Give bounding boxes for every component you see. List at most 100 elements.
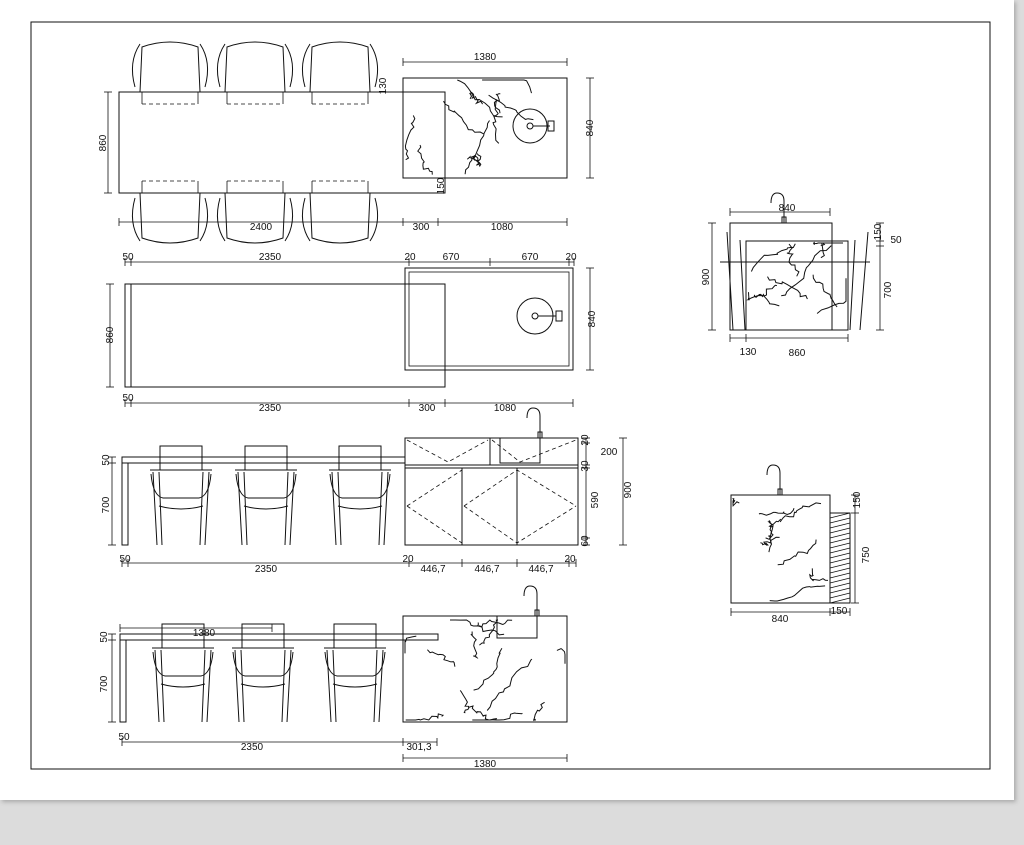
dimension-label: 50 [122,252,134,263]
faucet-base [537,431,543,439]
sink-drain [531,312,539,320]
faucet-base [777,488,783,496]
dimension-label: 150 [436,177,447,194]
sink-basin [499,437,541,464]
chair-armrest [235,473,297,499]
chair-armrest [301,43,311,88]
hatch [829,582,851,589]
chair-armrest [232,651,294,677]
hatch [829,522,851,529]
drawer-open-indicator [406,439,577,463]
sink-drain [526,122,534,130]
chair-back [333,623,377,649]
marble-vein [812,241,826,246]
faucet-handle [555,310,563,322]
chair-armrest [369,197,379,242]
dimension-label: 900 [623,481,634,498]
marble-vein [404,115,416,161]
cabinet-plan [404,267,574,371]
chair-legs [154,649,212,723]
chair-legs [331,471,389,546]
chair-armrest [199,43,209,88]
dimension-label: 300 [419,403,436,414]
marble-vein [476,153,482,168]
dimension-label: 50 [118,732,130,743]
door-open-indicator [406,469,577,544]
chair-armrest [329,473,391,499]
dimension-label: 150 [852,491,863,508]
table-top-plan [124,283,446,388]
dimension-label: 2350 [255,564,278,575]
dimension-label: 130 [378,77,389,94]
marble-vein [779,502,822,523]
dimension-label: 20 [564,554,576,565]
dimension-label: 900 [701,268,712,285]
marble-island-front [402,615,568,723]
dimension-label: 1080 [494,403,517,414]
marble-vein [760,536,780,546]
dimension-label: 840 [587,310,598,327]
dimension-label: 60 [580,535,591,547]
dimension-label: 150 [873,223,884,240]
marble-vein [404,635,417,654]
marble-vein [459,690,470,714]
dimension-label: 840 [779,203,796,214]
drawing-geometry [104,41,884,762]
chair-armrest [284,197,294,242]
dimension-label: 446,7 [528,564,553,575]
marble-vein [786,243,800,277]
dimension-label: 446,7 [474,564,499,575]
chair-armrest [152,651,214,677]
chair-armrest [284,43,294,88]
chair-stretcher [332,683,378,688]
chair-top-view [224,41,286,93]
hatch [829,592,851,599]
marble-vein [479,619,499,646]
hatch [829,557,851,564]
marble-vein [443,100,484,135]
marble-vein [473,648,503,691]
marble-vein [417,144,433,175]
table-leg [119,639,127,723]
dimension-label: 50 [122,393,134,404]
dimension-label: 150 [831,606,848,617]
marble-vein [405,713,444,721]
hatch [829,517,851,524]
hatch [829,597,851,604]
dimension-label: 130 [740,347,757,358]
marble-vein [488,94,534,121]
chair-legs [152,471,210,546]
marble-vein [450,619,505,636]
chair-back [244,445,288,471]
chair-legs [237,471,295,546]
chair-stretcher [337,505,383,510]
chair-armrest [131,197,141,242]
chair-armrest [199,197,209,242]
marble-vein [769,585,826,602]
chair-back [159,445,203,471]
hatch [829,572,851,579]
drawing-border [30,21,991,770]
marble-vein [809,568,829,582]
dimension-label: 1080 [491,222,514,233]
faucet [770,192,785,223]
marble-vein [777,539,817,566]
chair-armrest [131,43,141,88]
dimension-label: 2350 [241,742,264,753]
marble-vein [468,705,498,721]
hatched-panel [829,512,851,604]
marble-vein [556,648,566,664]
dimension-label: 700 [101,496,112,513]
chair-armrest [301,197,311,242]
marble-vein [493,93,501,114]
countertop [121,456,406,464]
marble-vein [781,245,832,297]
marble-vein [492,99,500,144]
chair-stretcher [160,683,206,688]
dimension-label: 860 [789,348,806,359]
chair-side-left [726,231,746,331]
dimension-label: 50 [99,631,110,643]
chair-stretcher [240,683,286,688]
faucet-handle [547,120,555,132]
